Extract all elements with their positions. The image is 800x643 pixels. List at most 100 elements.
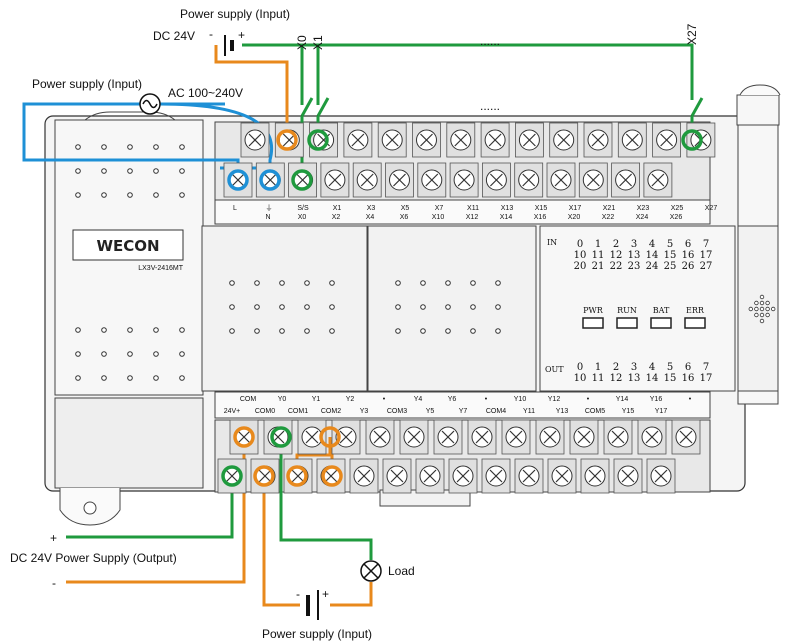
led-label: 2: [613, 239, 619, 250]
terminal-screw: [515, 122, 544, 158]
terminal-screw: [223, 162, 253, 198]
battery-top-icon: [224, 35, 234, 56]
terminal-screw: [433, 419, 463, 455]
terminal-label: Y6: [448, 396, 457, 403]
switch-x0: [300, 97, 314, 117]
terminal-label: Y7: [459, 408, 468, 415]
terminal-screw: [309, 122, 339, 158]
in-label: IN: [547, 238, 557, 247]
terminal-x27: [681, 129, 703, 151]
led-label: 25: [664, 261, 677, 272]
terminal-label: X3: [367, 205, 376, 212]
led-label: 17: [700, 373, 713, 384]
speaker-grille: [748, 294, 776, 324]
terminal-screw: [448, 458, 478, 494]
terminal-label: Y4: [414, 396, 423, 403]
terminal-screw: [467, 419, 497, 455]
terminal-screw: [320, 162, 350, 198]
terminal-label: X22: [602, 214, 615, 221]
power-supply-input-ac-label: Power supply (Input): [32, 77, 142, 91]
terminal-label: X13: [501, 205, 514, 212]
terminal-screw: [352, 162, 382, 198]
terminal-screw: [514, 162, 544, 198]
terminal-screw: [671, 419, 701, 455]
terminal-screw: [377, 122, 407, 158]
terminal-label: X7: [435, 205, 444, 212]
led-label: 11: [592, 250, 605, 261]
terminal-highlights: [221, 129, 703, 487]
terminal-screw: [547, 458, 577, 494]
terminal-label: X17: [569, 205, 582, 212]
power-supply-input-bottom-label: Power supply (Input): [262, 627, 372, 641]
out-label: OUT: [545, 365, 564, 374]
terminal-screw: [580, 458, 610, 494]
status-led: [684, 317, 706, 329]
led-label: 3: [631, 362, 637, 373]
brand-logo: WECON LX3V-2416MT: [72, 229, 184, 272]
battery-bottom-icon: [306, 590, 319, 620]
terminal-label: X0: [298, 214, 307, 221]
terminal-screw: [415, 458, 445, 494]
terminal-screw: [514, 458, 544, 494]
terminal-label: X20: [568, 214, 581, 221]
led-label: 15: [664, 250, 677, 261]
terminal-label: •: [587, 396, 590, 403]
load-label: Load: [388, 564, 415, 578]
status-led: [616, 317, 638, 329]
terminal-label: Y11: [523, 408, 535, 415]
terminal-label: X16: [534, 214, 547, 221]
terminal-screw: [417, 162, 447, 198]
led-label: 16: [682, 373, 695, 384]
terminal-label: •: [485, 396, 488, 403]
terminal-screw: [331, 419, 361, 455]
status-led: [582, 317, 604, 329]
led-label: 5: [667, 362, 673, 373]
led-label: 2: [613, 362, 619, 373]
dc24v-minus: -: [209, 27, 213, 41]
terminal-screw: [365, 419, 395, 455]
switch-tag-x27: X27: [685, 23, 699, 45]
terminal-label: COM1: [288, 408, 308, 415]
terminal-label: X23: [637, 205, 650, 212]
terminal-label: X1: [333, 205, 342, 212]
led-label: 6: [685, 362, 691, 373]
model-label: LX3V-2416MT: [138, 265, 183, 272]
dc-output-minus: -: [52, 576, 56, 590]
terminal-screw: [480, 122, 510, 158]
led-label: 17: [700, 250, 713, 261]
led-label: 4: [649, 239, 655, 250]
led-label: 21: [592, 261, 605, 272]
terminal-screw: [481, 458, 511, 494]
terminal-screw: [613, 458, 643, 494]
led-label: 26: [682, 261, 695, 272]
led-label: 12: [610, 373, 623, 384]
load-wire-return: [330, 582, 373, 607]
terminal-screw: [349, 458, 379, 494]
led-label: 12: [610, 250, 623, 261]
cover-dot-grids: [75, 144, 501, 381]
terminal-label: ⏚: [266, 204, 273, 212]
dc24v-plus: +: [238, 28, 245, 42]
switch-tag-x0: X0: [295, 35, 309, 50]
terminal-label: COM4: [486, 408, 506, 415]
led-label: 11: [592, 373, 605, 384]
terminal-label: X25: [671, 205, 684, 212]
terminal-label: Y3: [360, 408, 369, 415]
terminal-screw: [646, 458, 676, 494]
terminal-label: COM: [240, 396, 257, 403]
terminal-com0: [253, 465, 275, 487]
led-label: 1: [595, 239, 601, 250]
led-label: 22: [610, 261, 623, 272]
terminal-com2: [321, 465, 343, 487]
terminal-label: Y1: [312, 396, 321, 403]
terminal-label: Y10: [514, 396, 527, 403]
terminal-label: N: [265, 214, 270, 221]
terminal-screw: [643, 162, 673, 198]
status-led-label: RUN: [617, 306, 637, 315]
dots-top-1: ......: [480, 34, 500, 48]
